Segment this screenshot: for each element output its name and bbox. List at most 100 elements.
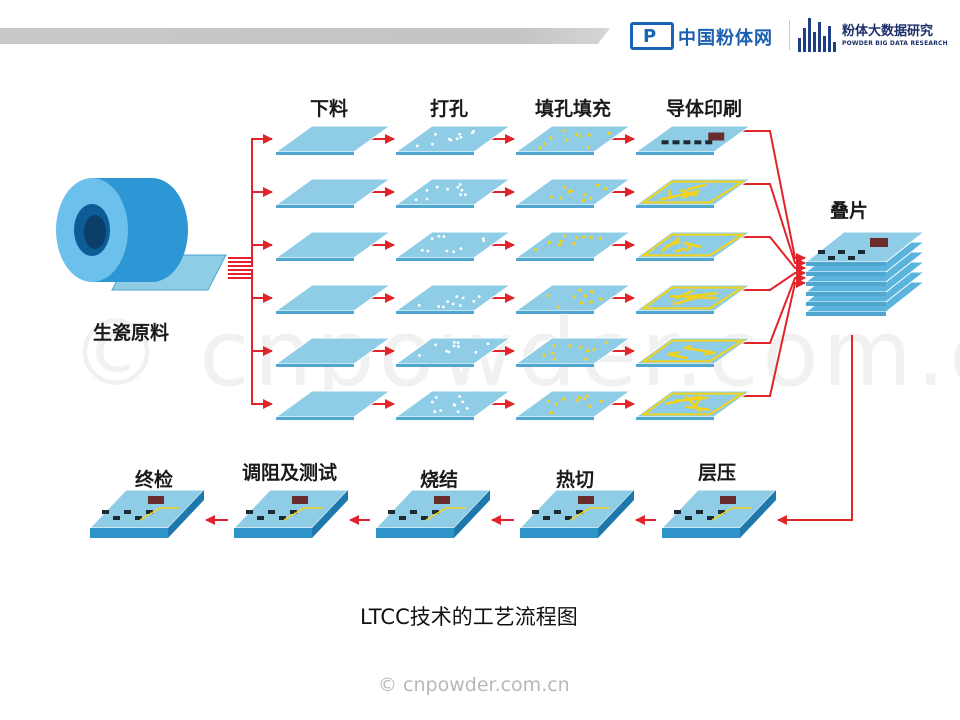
via-hole	[455, 295, 459, 298]
via-hole	[425, 197, 429, 201]
filled-via	[598, 236, 602, 240]
via-hole	[430, 237, 434, 241]
via-hole	[430, 400, 434, 404]
filled-via	[575, 236, 579, 240]
via-hole	[456, 341, 460, 344]
conductor-line	[674, 396, 709, 403]
via-hole	[452, 344, 456, 348]
sheet-edge	[276, 311, 354, 314]
conductor-line	[673, 295, 702, 306]
via-hole	[465, 407, 469, 410]
module-pad	[532, 510, 539, 514]
finished-module-side	[168, 490, 204, 538]
module-pad	[279, 516, 286, 520]
sheet-edge	[276, 258, 354, 261]
via-hole	[486, 342, 490, 346]
conductor-line	[687, 347, 717, 354]
module-trace	[283, 507, 324, 521]
green-tape-sheet	[634, 337, 752, 365]
figure-caption: LTCC技术的工艺流程图	[360, 605, 578, 629]
conductor-line	[671, 299, 675, 303]
via-hole	[431, 142, 434, 146]
via-hole	[418, 353, 421, 357]
stack-pad	[848, 256, 855, 260]
via-hole	[415, 144, 419, 148]
sheet-edge	[396, 152, 474, 155]
module-pad	[707, 516, 714, 520]
sheet-edge	[516, 417, 594, 420]
via-hole	[451, 302, 455, 306]
chip-pad	[683, 140, 691, 145]
via-hole	[461, 296, 465, 300]
logo-divider	[789, 20, 790, 50]
via-hole	[437, 234, 441, 238]
via-hole	[445, 249, 449, 253]
via-hole	[456, 185, 460, 189]
sheet-edge	[276, 417, 354, 420]
arrow-roll-to-sheet	[228, 134, 273, 259]
module-trace	[425, 507, 466, 521]
via-hole	[414, 198, 418, 202]
sheet-edge	[516, 311, 594, 314]
filled-via	[538, 146, 542, 150]
via-hole	[420, 248, 424, 252]
step-label-hot-cutting: 热切	[556, 469, 595, 491]
conductor-line	[683, 344, 692, 350]
filled-via	[595, 183, 600, 187]
arrow-roll-to-sheet	[228, 240, 273, 267]
filled-via	[583, 294, 587, 298]
filled-via	[562, 397, 566, 401]
conductor-line	[682, 190, 699, 199]
conductor-trace	[640, 392, 746, 416]
filled-via	[588, 196, 593, 201]
via-hole	[445, 349, 449, 353]
filled-via	[584, 357, 588, 361]
via-hole	[446, 300, 450, 304]
via-hole	[425, 189, 429, 192]
stack-pad	[828, 256, 835, 260]
via-hole	[417, 303, 421, 307]
via-hole	[456, 410, 460, 414]
green-tape-sheet	[634, 125, 752, 153]
filled-via	[563, 234, 567, 238]
module-pad	[124, 510, 131, 514]
sheet-edge	[516, 364, 594, 367]
module-die	[434, 496, 450, 504]
conductor-trace	[640, 233, 746, 257]
stacked-layer-edge	[806, 272, 886, 276]
conductor-line	[685, 242, 694, 253]
filled-via	[575, 398, 579, 403]
via-hole	[437, 305, 441, 308]
step-label-trimming-testing: 调阻及测试	[242, 462, 338, 484]
bar-chart-icon	[798, 16, 838, 52]
powder-big-data-logo[interactable]: 粉体大数据研究 POWDER BIG DATA RESEARCH	[798, 16, 958, 56]
roll-core-hole	[84, 215, 106, 249]
stacked-layer-edge	[806, 262, 886, 266]
filled-via	[589, 235, 593, 240]
module-pad	[565, 516, 572, 520]
stack-pad	[858, 250, 865, 254]
arrow-sheet-to-stack	[740, 278, 806, 397]
module-pad	[432, 510, 439, 514]
filled-via	[588, 404, 592, 408]
filled-via	[572, 295, 577, 299]
via-hole	[458, 395, 462, 398]
module-die	[148, 496, 164, 504]
stacked-layer-edge	[806, 292, 886, 296]
filled-via	[579, 301, 584, 305]
copyright-notice: © cnpowder.com.cn	[378, 674, 570, 696]
filled-via	[562, 129, 566, 133]
via-hole	[459, 135, 463, 139]
via-hole	[477, 295, 481, 298]
via-hole	[460, 188, 464, 192]
filled-via	[557, 243, 562, 247]
filled-via	[586, 145, 591, 150]
powder-big-data-name: 粉体大数据研究	[842, 24, 934, 39]
via-hole	[447, 350, 451, 354]
conductor-line	[659, 189, 700, 201]
cnpowder-logo[interactable]: P 中国粉体网	[630, 20, 780, 52]
via-hole	[481, 237, 485, 240]
finished-module-front	[520, 528, 598, 538]
filled-via	[582, 397, 587, 401]
chip-die	[708, 132, 725, 141]
